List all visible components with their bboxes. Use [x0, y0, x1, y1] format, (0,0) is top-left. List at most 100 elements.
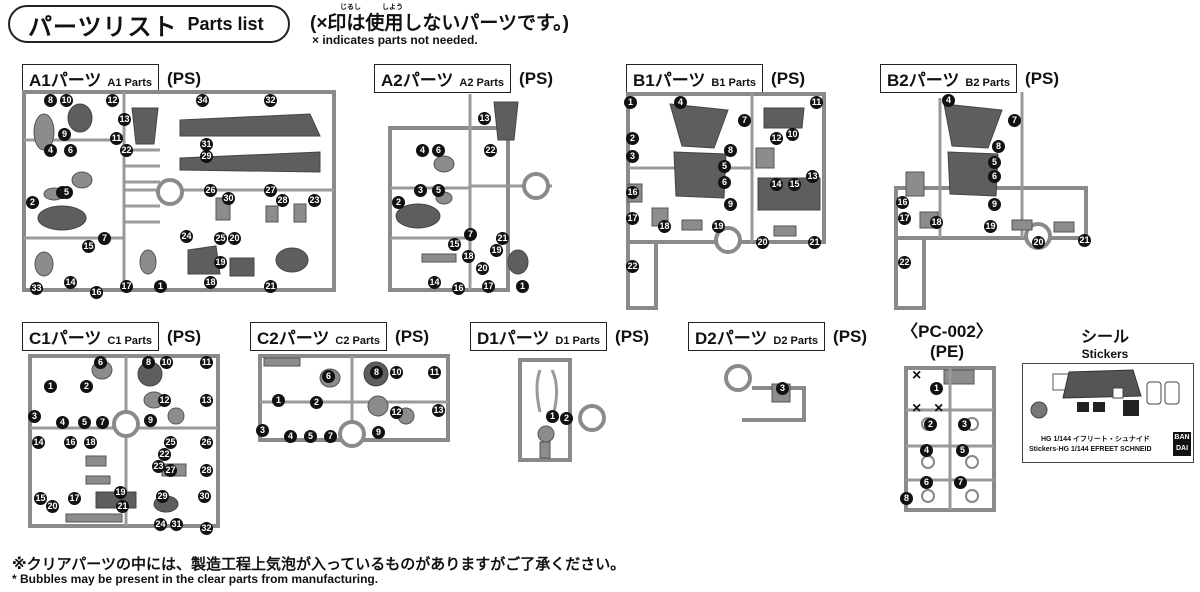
part-number-badge: 22	[898, 256, 911, 269]
part-number-badge: 1	[516, 280, 529, 293]
pc-002-name: 〈PC-002〉	[901, 322, 993, 341]
part-number-badge: 2	[626, 132, 639, 145]
part-number-badge: 27	[164, 464, 177, 477]
part-number-badge: 16	[626, 186, 639, 199]
part-number-badge: 7	[1008, 114, 1021, 127]
part-number-badge: 7	[98, 232, 111, 245]
part-number-badge: 12	[770, 132, 783, 145]
part-number-badge: 6	[94, 356, 107, 369]
part-number-badge: 27	[264, 184, 277, 197]
part-number-badge: 8	[142, 356, 155, 369]
part-number-badge: 4	[56, 416, 69, 429]
part-number-badge: 21	[1078, 234, 1091, 247]
part-number-badge: 21	[808, 236, 821, 249]
part-number-badge: 13	[478, 112, 491, 125]
part-number-badge: 20	[756, 236, 769, 249]
part-number-badge: 23	[308, 194, 321, 207]
part-number-badge: 23	[152, 460, 165, 473]
section-c2-jp: C2パーツ	[257, 329, 330, 348]
clear-parts-note-en: * Bubbles may be present in the clear pa…	[12, 572, 379, 586]
part-number-badge: 6	[718, 176, 731, 189]
section-a2-en: A2 Parts	[459, 77, 505, 89]
part-number-badge: 12	[390, 406, 403, 419]
part-number-badge: 20	[476, 262, 489, 275]
section-c1-material: (PS)	[167, 326, 202, 346]
part-number-badge: 2	[392, 196, 405, 209]
part-number-badge: 25	[214, 232, 227, 245]
title-english: Parts list	[187, 13, 264, 34]
part-number-badge: 15	[34, 492, 47, 505]
part-number-badge: 26	[204, 184, 217, 197]
part-number-badge: 17	[68, 492, 81, 505]
part-number-badge: 13	[806, 170, 819, 183]
part-number-badge: 5	[304, 430, 317, 443]
section-b2-en: B2 Parts	[965, 77, 1011, 89]
part-number-badge: 7	[324, 430, 337, 443]
clear-parts-note-jp: ※クリアパーツの中には、製造工程上気泡が入っているものがありますがご了承ください…	[12, 556, 626, 573]
parts-list-title: パーツリスト Parts list	[8, 5, 290, 43]
part-number-badge: 13	[432, 404, 445, 417]
pc-002-label: 〈PC-002〉 (PE)	[895, 322, 999, 362]
part-number-badge: 8	[992, 140, 1005, 153]
part-number-badge: 25	[164, 436, 177, 449]
part-number-badge: 11	[428, 366, 441, 379]
sprue-c1	[28, 354, 220, 528]
part-number-badge: 29	[200, 150, 213, 163]
sticker-caption-en: Stickers-HG 1/144 EFREET SCHNEID	[1029, 446, 1152, 453]
part-number-badge: 4	[416, 144, 429, 157]
part-number-badge: 30	[198, 490, 211, 503]
part-number-badge: 20	[1032, 236, 1045, 249]
part-number-badge: 30	[222, 192, 235, 205]
part-number-badge: 33	[30, 282, 43, 295]
part-number-badge: 5	[78, 416, 91, 429]
part-number-badge: 21	[116, 500, 129, 513]
part-number-badge: 20	[228, 232, 241, 245]
part-number-badge: 14	[428, 276, 441, 289]
part-number-badge: 32	[200, 522, 213, 535]
part-number-badge: 17	[898, 212, 911, 225]
section-a2-jp: A2パーツ	[381, 71, 454, 90]
part-number-badge: 1	[154, 280, 167, 293]
part-number-badge: 10	[60, 94, 73, 107]
section-a2-material: (PS)	[519, 68, 554, 88]
sticker-sheet: HG 1/144 イフリート・シュナイド Stickers-HG 1/144 E…	[1022, 363, 1194, 463]
part-number-badge: 9	[144, 414, 157, 427]
section-label-a2: A2パーツ A2 Parts (PS)	[374, 64, 553, 93]
part-number-badge: 24	[154, 518, 167, 531]
part-number-badge: 6	[64, 144, 77, 157]
part-number-badge: 7	[738, 114, 751, 127]
part-number-badge: 16	[90, 286, 103, 299]
part-number-badge: 11	[110, 132, 123, 145]
part-number-badge: 5	[432, 184, 445, 197]
part-number-badge: 32	[264, 94, 277, 107]
part-number-badge: 1	[44, 380, 57, 393]
part-number-badge: 12	[158, 394, 171, 407]
part-number-badge: 13	[118, 113, 131, 126]
part-number-badge: 2	[80, 380, 93, 393]
part-number-badge: 8	[724, 144, 737, 157]
part-number-badge: 20	[46, 500, 59, 513]
part-number-badge: 1	[624, 96, 637, 109]
part-number-badge: 4	[44, 144, 57, 157]
unused-parts-note-text: (×印は使用しないパーツです。)	[310, 13, 569, 34]
section-c1-en: C1 Parts	[107, 335, 153, 347]
part-number-badge: 21	[264, 280, 277, 293]
stickers-label-jp: シール	[1080, 329, 1129, 346]
section-b1-en: B1 Parts	[711, 77, 757, 89]
not-needed-x-mark: ×	[912, 400, 922, 417]
part-number-badge: 17	[120, 280, 133, 293]
part-number-badge: 28	[200, 464, 213, 477]
part-number-badge: 9	[988, 198, 1001, 211]
part-number-badge: 15	[788, 178, 801, 191]
part-number-badge: 22	[626, 260, 639, 273]
part-number-badge: 3	[414, 184, 427, 197]
part-number-badge: 4	[920, 444, 933, 457]
part-number-badge: 3	[958, 418, 971, 431]
part-number-badge: 19	[214, 256, 227, 269]
sprue-b2	[894, 92, 1088, 310]
